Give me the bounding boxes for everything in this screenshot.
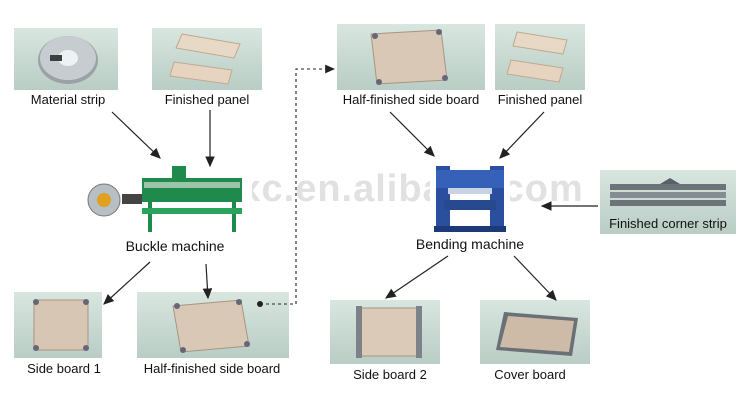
bending-machine-label: Bending machine	[415, 236, 525, 252]
half-finished-side-board-top-label: Half-finished side board	[342, 92, 480, 107]
buckle-machine-photo	[82, 160, 252, 238]
side-board-2-label: Side board 2	[353, 367, 427, 382]
arrow-bending-to-cover	[513, 255, 557, 301]
half-finished-side-board-top-photo	[337, 24, 485, 90]
arrow-buckle-to-sideboard1	[103, 261, 151, 305]
arrow-panel-to-bending	[499, 111, 545, 159]
material-strip-label: Material strip	[30, 92, 106, 107]
cover-board-label: Cover board	[494, 367, 566, 382]
side-board-1-label: Side board 1	[27, 361, 101, 376]
connector-dot	[257, 301, 263, 307]
buckle-machine-label: Buckle machine	[125, 238, 225, 254]
side-board-2-photo	[330, 300, 440, 364]
cover-board-photo	[480, 300, 590, 364]
arrow-bending-to-sideboard2	[385, 255, 449, 299]
arrow-halfboard-to-bending	[389, 111, 435, 157]
arrow-dashed-connector	[260, 64, 336, 305]
arrow-buckle-to-halfboard	[202, 263, 213, 300]
finished-panel-right-photo	[495, 24, 585, 90]
side-board-1-photo	[14, 292, 102, 358]
bending-machine-photo	[430, 160, 510, 236]
half-finished-side-board-bottom-label: Half-finished side board	[143, 361, 281, 376]
half-finished-side-board-bottom-photo	[137, 292, 289, 358]
finished-panel-left-label: Finished panel	[164, 92, 250, 107]
finished-panel-right-label: Finished panel	[497, 92, 583, 107]
finished-panel-left-photo	[152, 28, 262, 90]
finished-corner-strip-label: Finished corner strip	[609, 216, 727, 231]
finished-corner-strip-photo	[600, 170, 736, 234]
material-strip-photo	[14, 28, 118, 90]
arrow-material-to-buckle	[111, 111, 161, 159]
